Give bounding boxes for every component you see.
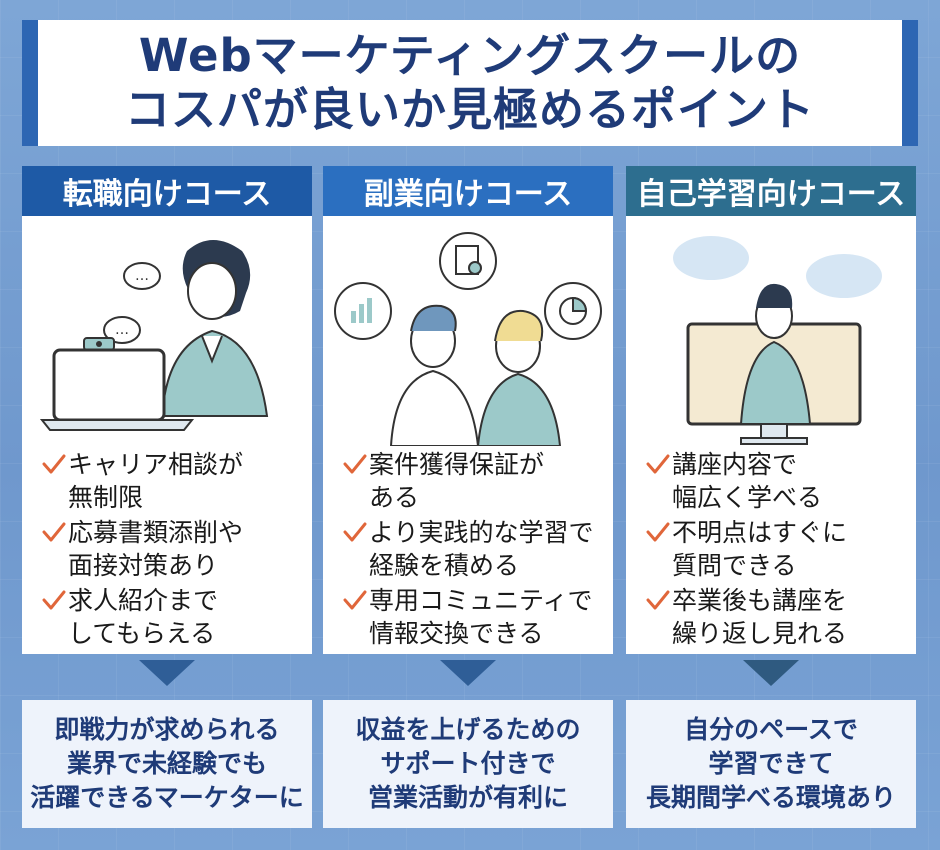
check-list: 講座内容で幅広く学べる 不明点はすぐに質問できる 卒業後も講座を繰り返し見れる bbox=[644, 448, 914, 652]
check-text-line: 経験を積める bbox=[369, 551, 520, 580]
course-header-career: 転職向けコース bbox=[22, 166, 312, 216]
check-text-line: 質問できる bbox=[672, 551, 797, 580]
two-people-discussing-illustration bbox=[334, 232, 602, 446]
instructor-on-monitor-illustration bbox=[673, 236, 882, 445]
result-box-sidejob: 収益を上げるための サポート付きで 営業活動が有利に bbox=[323, 700, 613, 828]
check-text-line: より実践的な学習で bbox=[369, 518, 594, 547]
course-column-selfstudy: 自己学習向けコース 講座内容で幅広く学べる bbox=[626, 166, 916, 654]
check-item: 卒業後も講座を繰り返し見れる bbox=[644, 584, 914, 650]
check-item: 不明点はすぐに質問できる bbox=[644, 516, 914, 582]
check-icon bbox=[42, 454, 66, 474]
check-icon bbox=[646, 590, 670, 610]
webcam-icon bbox=[83, 337, 115, 351]
check-icon bbox=[343, 522, 367, 542]
title-line-2: コスパが良いか見極めるポイント bbox=[124, 83, 815, 136]
check-icon bbox=[343, 454, 367, 474]
check-icon bbox=[646, 522, 670, 542]
result-line: 業界で未経験でも bbox=[66, 749, 267, 778]
check-item: より実践的な学習で経験を積める bbox=[341, 516, 611, 582]
result-line: 営業活動が有利に bbox=[367, 783, 568, 812]
check-item: 応募書類添削や面接対策あり bbox=[40, 516, 310, 582]
result-line: サポート付きで bbox=[380, 749, 556, 778]
speech-bubble-icon: … bbox=[103, 316, 141, 344]
speech-bubble-icon bbox=[806, 254, 882, 298]
check-text-line: 幅広く学べる bbox=[672, 483, 823, 512]
check-text-line: 無制限 bbox=[68, 483, 144, 512]
check-text-line: 不明点はすぐに bbox=[672, 518, 848, 547]
check-text-line: 応募書類添削や bbox=[68, 518, 244, 547]
chart-icon bbox=[334, 282, 392, 340]
woman-at-laptop-illustration: … … bbox=[39, 240, 269, 431]
check-text-line: 卒業後も講座を bbox=[672, 586, 848, 615]
check-text-line: 講座内容で bbox=[672, 450, 798, 479]
check-item: 求人紹介までしてもらえる bbox=[40, 584, 310, 650]
check-item: キャリア相談が無制限 bbox=[40, 448, 310, 514]
check-text-line: 情報交換できる bbox=[369, 619, 544, 648]
check-text-line: 案件獲得保証が bbox=[369, 450, 545, 479]
check-item: 講座内容で幅広く学べる bbox=[644, 448, 914, 514]
check-text-line: 求人紹介まで bbox=[68, 586, 219, 615]
title-banner: Webマーケティングスクールの コスパが良いか見極めるポイント bbox=[22, 20, 918, 146]
arrow-down-icon bbox=[743, 660, 799, 686]
course-card-career: … … キャリア相談が無制限 bbox=[22, 216, 312, 654]
course-header-selfstudy: 自己学習向けコース bbox=[626, 166, 916, 216]
course-card-sidejob: 案件獲得保証がある より実践的な学習で経験を積める 専用コミュニティで情報交換で… bbox=[323, 216, 613, 654]
result-line: 収益を上げるための bbox=[355, 715, 581, 744]
result-line: 長期間学べる環境あり bbox=[645, 783, 896, 812]
check-text-line: ある bbox=[369, 483, 420, 512]
arrow-down-icon bbox=[139, 660, 195, 686]
document-icon bbox=[439, 232, 497, 290]
check-icon bbox=[42, 590, 66, 610]
arrow-down-icon bbox=[440, 660, 496, 686]
pie-chart-icon bbox=[544, 282, 602, 340]
result-line: 即戦力が求められる bbox=[54, 715, 280, 744]
check-text-line: してもらえる bbox=[68, 619, 216, 648]
check-icon bbox=[343, 590, 367, 610]
course-column-sidejob: 副業向けコース bbox=[323, 166, 613, 654]
check-icon bbox=[646, 454, 670, 474]
check-list: キャリア相談が無制限 応募書類添削や面接対策あり 求人紹介までしてもらえる bbox=[40, 448, 310, 652]
svg-text:…: … bbox=[115, 322, 129, 338]
speech-bubble-icon bbox=[673, 236, 749, 280]
check-item: 専用コミュニティで情報交換できる bbox=[341, 584, 611, 650]
check-icon bbox=[42, 522, 66, 542]
title-line-1: Webマーケティングスクールの bbox=[138, 29, 802, 82]
course-column-career: 転職向けコース … … bbox=[22, 166, 312, 654]
check-item: 案件獲得保証がある bbox=[341, 448, 611, 514]
result-line: 自分のペースで bbox=[684, 715, 858, 744]
check-list: 案件獲得保証がある より実践的な学習で経験を積める 専用コミュニティで情報交換で… bbox=[341, 448, 611, 652]
check-text-line: 繰り返し見れる bbox=[672, 619, 848, 648]
check-text-line: 専用コミュニティで bbox=[369, 586, 593, 615]
result-box-career: 即戦力が求められる 業界で未経験でも 活躍できるマーケターに bbox=[22, 700, 312, 828]
speech-bubble-icon: … bbox=[123, 262, 161, 290]
result-line: 活躍できるマーケターに bbox=[30, 783, 304, 812]
laptop-icon bbox=[39, 348, 195, 431]
check-text-line: 面接対策あり bbox=[68, 551, 219, 580]
result-line: 学習できて bbox=[708, 749, 834, 778]
course-header-sidejob: 副業向けコース bbox=[323, 166, 613, 216]
course-card-selfstudy: 講座内容で幅広く学べる 不明点はすぐに質問できる 卒業後も講座を繰り返し見れる bbox=[626, 216, 916, 654]
check-text-line: キャリア相談が bbox=[68, 450, 244, 479]
result-box-selfstudy: 自分のペースで 学習できて 長期間学べる環境あり bbox=[626, 700, 916, 828]
svg-text:…: … bbox=[135, 268, 149, 284]
